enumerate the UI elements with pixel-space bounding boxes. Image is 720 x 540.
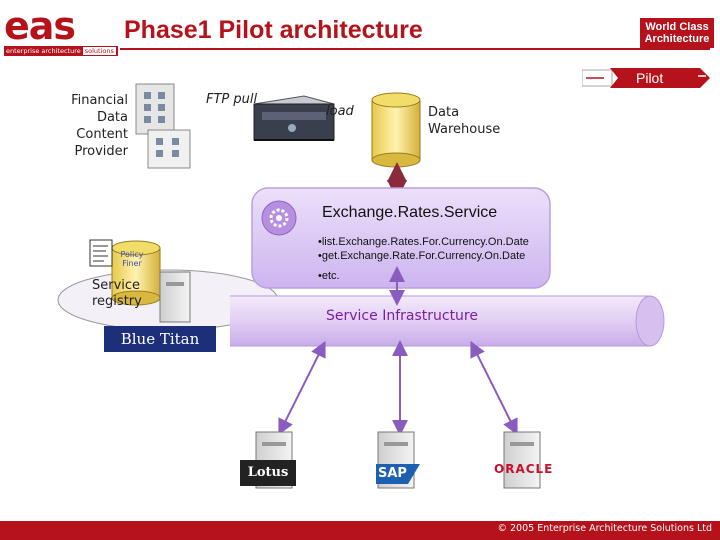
logo-tagline: enterprise architecture	[6, 47, 81, 55]
pilot-label: Pilot	[636, 70, 664, 86]
service-bus	[230, 295, 665, 347]
provider-label-line-1: Financial	[71, 93, 128, 108]
badge-line-2: Architecture	[644, 33, 710, 45]
bus-oracle-link	[470, 340, 518, 436]
blue-titan-logo: Blue Titan	[104, 326, 216, 352]
oracle-logo: ORACLE	[494, 462, 554, 476]
policy-cylinder-icon	[111, 240, 161, 306]
policy-label: Policy Finer	[117, 250, 147, 268]
registry-server-icon	[159, 271, 191, 323]
lotus-server-icon	[240, 431, 296, 489]
sap-server-icon	[376, 431, 420, 489]
service-operation: •list.Exchange.Rates.For.Currency.On.Dat…	[318, 236, 529, 248]
provider-label-line-3: Content	[76, 127, 128, 142]
warehouse-label-line-1: Data	[428, 105, 460, 120]
lotus-logo: Lotus	[247, 465, 289, 480]
service-infrastructure-label: Service Infrastructure	[326, 308, 478, 324]
ftp-server-icon	[253, 95, 335, 141]
registry-label-line-2: registry	[92, 294, 142, 309]
service-name: Exchange.Rates.Service	[322, 204, 498, 221]
copyright-text: © 2005 Enterprise Architecture Solutions…	[497, 523, 712, 534]
world-class-architecture-badge: World Class Architecture	[640, 18, 714, 48]
registry-label: Service registry	[92, 278, 142, 310]
bus-lotus-link	[278, 340, 326, 436]
provider-label-line-4: Provider	[74, 144, 128, 159]
database-cylinder-icon	[371, 92, 421, 168]
building-icon	[135, 83, 191, 169]
provider-label-line-2: Data	[96, 110, 128, 125]
sap-logo: SAP	[378, 466, 407, 481]
document-icon	[89, 239, 113, 267]
oracle-server-icon	[503, 431, 541, 489]
policy-label-line-1: Policy	[120, 250, 144, 259]
warehouse-label-line-2: Warehouse	[428, 122, 501, 137]
slide-title: Phase1 Pilot architecture	[124, 16, 423, 44]
warehouse-label: Data Warehouse	[428, 104, 500, 138]
service-operation: •get.Exchange.Rate.For.Currency.On.Date	[318, 250, 526, 262]
title-divider	[120, 48, 710, 50]
load-label: load	[326, 104, 354, 119]
footer-bar	[0, 521, 720, 540]
badge-line-1: World Class	[645, 21, 709, 33]
gear-icon	[261, 200, 297, 236]
provider-label: Financial Data Content Provider	[50, 92, 128, 160]
ftp-pull-label: FTP pull	[206, 92, 258, 107]
logo-wordmark: eas	[4, 4, 76, 48]
policy-label-line-2: Finer	[122, 259, 142, 268]
logo-tagline-solutions: solutions	[82, 47, 116, 55]
service-operation: •etc.	[318, 270, 340, 282]
pilot-marker	[582, 68, 710, 88]
registry-label-line-1: Service	[92, 278, 141, 293]
